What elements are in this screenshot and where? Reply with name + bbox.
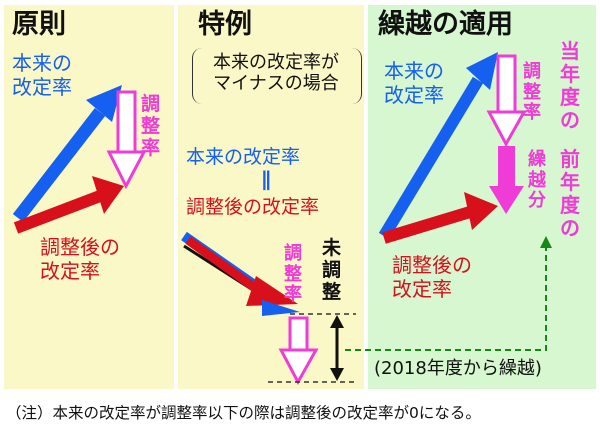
p3-adjusted-line2: 改定率 [392, 276, 452, 301]
carryover-dashed-path [345, 236, 552, 351]
p3-adjusted-rate-arrow [382, 192, 498, 244]
p3-carry-char-3: 分 [528, 190, 546, 212]
p1-adjusted-line2: 改定率 [40, 258, 100, 283]
p3-adj-char-3: 率 [523, 102, 541, 124]
p3-adjustment-rate-label: 調 整 率 [523, 61, 541, 124]
p3-current-year-arrow [486, 54, 527, 148]
p1-original-rate-arrow [12, 85, 122, 222]
p3-adjusted-rate-label: 調整後の 改定率 [392, 253, 472, 301]
p3-cur-char-4: の [560, 108, 580, 132]
p3-prev-char-2: 年 [560, 170, 580, 194]
p2-adj-char-3: 率 [284, 284, 302, 306]
footnote: （注）本来の改定率が調整率以下の際は調整後の改定率が0になる。 [6, 404, 481, 422]
p3-cur-char-2: 年 [560, 62, 580, 86]
p3-cur-char-3: 度 [560, 85, 580, 109]
p3-carry-note: (2018年度から繰越) [374, 358, 542, 379]
p2-condition-line1: 本来の改定率が [213, 52, 339, 73]
p2-equals-sign: ∥ [261, 167, 271, 191]
p3-current-year-label: 当 年 度 の [560, 40, 580, 132]
p3-carry-char-2: 越 [528, 169, 546, 191]
p3-carryover-amount-label: 繰 越 分 [528, 149, 546, 212]
p1-adj-char-3: 率 [141, 136, 161, 159]
p1-adj-char-1: 調 [141, 93, 161, 115]
p2-adj-char-1: 調 [284, 243, 302, 264]
p2-original-rate-label: 本来の改定率 [186, 146, 301, 168]
p3-original-line1: 本来の [384, 59, 444, 83]
p2-unadjusted-label: 未 調 整 [322, 237, 342, 304]
p2-negative-rate-arrows [181, 231, 300, 316]
p3-carryover-arrow [489, 146, 524, 214]
p3-previous-year-label: 前 年 度 の [560, 148, 580, 240]
p3-adj-char-2: 整 [523, 81, 541, 103]
p2-unadjusted-bracket [268, 313, 356, 383]
p3-carry-char-1: 繰 [528, 149, 546, 170]
p1-original-rate-line2: 改定率 [12, 74, 72, 99]
p2-adjustment-rate-label: 調 整 率 [284, 243, 302, 306]
p2-adjustment-down-arrow [278, 316, 319, 386]
p2-condition-line2: マイナスの場合 [213, 73, 339, 95]
p1-adj-char-2: 整 [141, 114, 161, 137]
p2-adj-char-2: 整 [284, 263, 302, 285]
title-carryover: 繰越の適用 [378, 9, 513, 40]
p1-adjusted-rate-arrow [13, 176, 124, 234]
p3-adj-char-1: 調 [523, 61, 541, 82]
p3-prev-char-4: の [560, 216, 580, 240]
p2-unadj-char-1: 未 [322, 237, 342, 259]
p1-original-rate-line1: 本来の [12, 51, 72, 75]
p3-prev-char-1: 前 [560, 147, 580, 171]
p2-unadj-char-3: 整 [322, 280, 342, 303]
p3-original-rate-label: 本来の 改定率 [384, 59, 444, 107]
p1-adjustment-rate-label: 調 整 率 [141, 93, 161, 160]
title-principle: 原則 [12, 9, 66, 40]
p3-prev-char-3: 度 [560, 193, 580, 217]
p2-adjusted-rate-label: 調整後の改定率 [186, 196, 320, 218]
p3-adjusted-line1: 調整後の [392, 253, 472, 277]
p3-original-line2: 改定率 [384, 82, 444, 107]
p3-cur-char-1: 当 [560, 39, 580, 63]
p1-adjusted-rate-label: 調整後の 改定率 [40, 235, 120, 283]
p3-original-rate-arrow [378, 52, 498, 240]
p2-condition-label: 本来の改定率が マイナスの場合 [200, 52, 352, 94]
p2-unadj-char-2: 調 [322, 258, 342, 281]
p1-adjustment-down-arrow [106, 90, 147, 190]
p1-adjusted-line1: 調整後の [40, 235, 120, 259]
title-special-case: 特例 [198, 9, 252, 40]
condition-bracket [192, 48, 362, 104]
p1-original-rate-label: 本来の 改定率 [12, 51, 72, 99]
